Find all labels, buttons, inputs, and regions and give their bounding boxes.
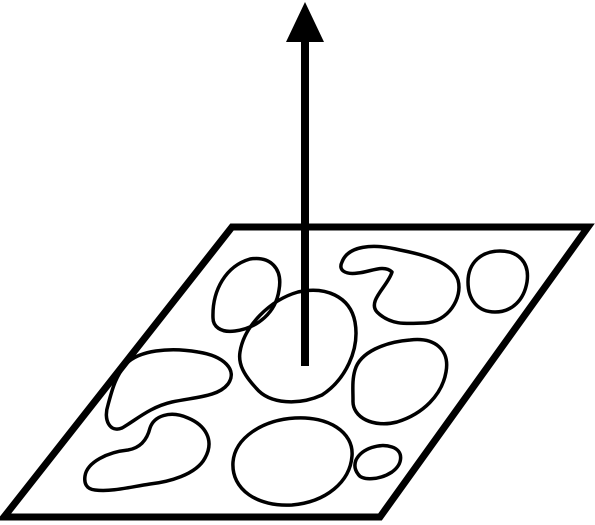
- blob-9: [355, 446, 401, 479]
- blob-8: [233, 418, 352, 505]
- blob-7: [85, 414, 209, 490]
- blob-4: [240, 290, 356, 401]
- arrow-head: [286, 2, 324, 42]
- up-arrow-icon: [286, 2, 324, 366]
- blob-3: [468, 251, 527, 312]
- blob-1: [213, 259, 280, 332]
- surface-plane: [4, 227, 588, 517]
- blob-2: [341, 246, 459, 323]
- blob-5: [353, 340, 447, 424]
